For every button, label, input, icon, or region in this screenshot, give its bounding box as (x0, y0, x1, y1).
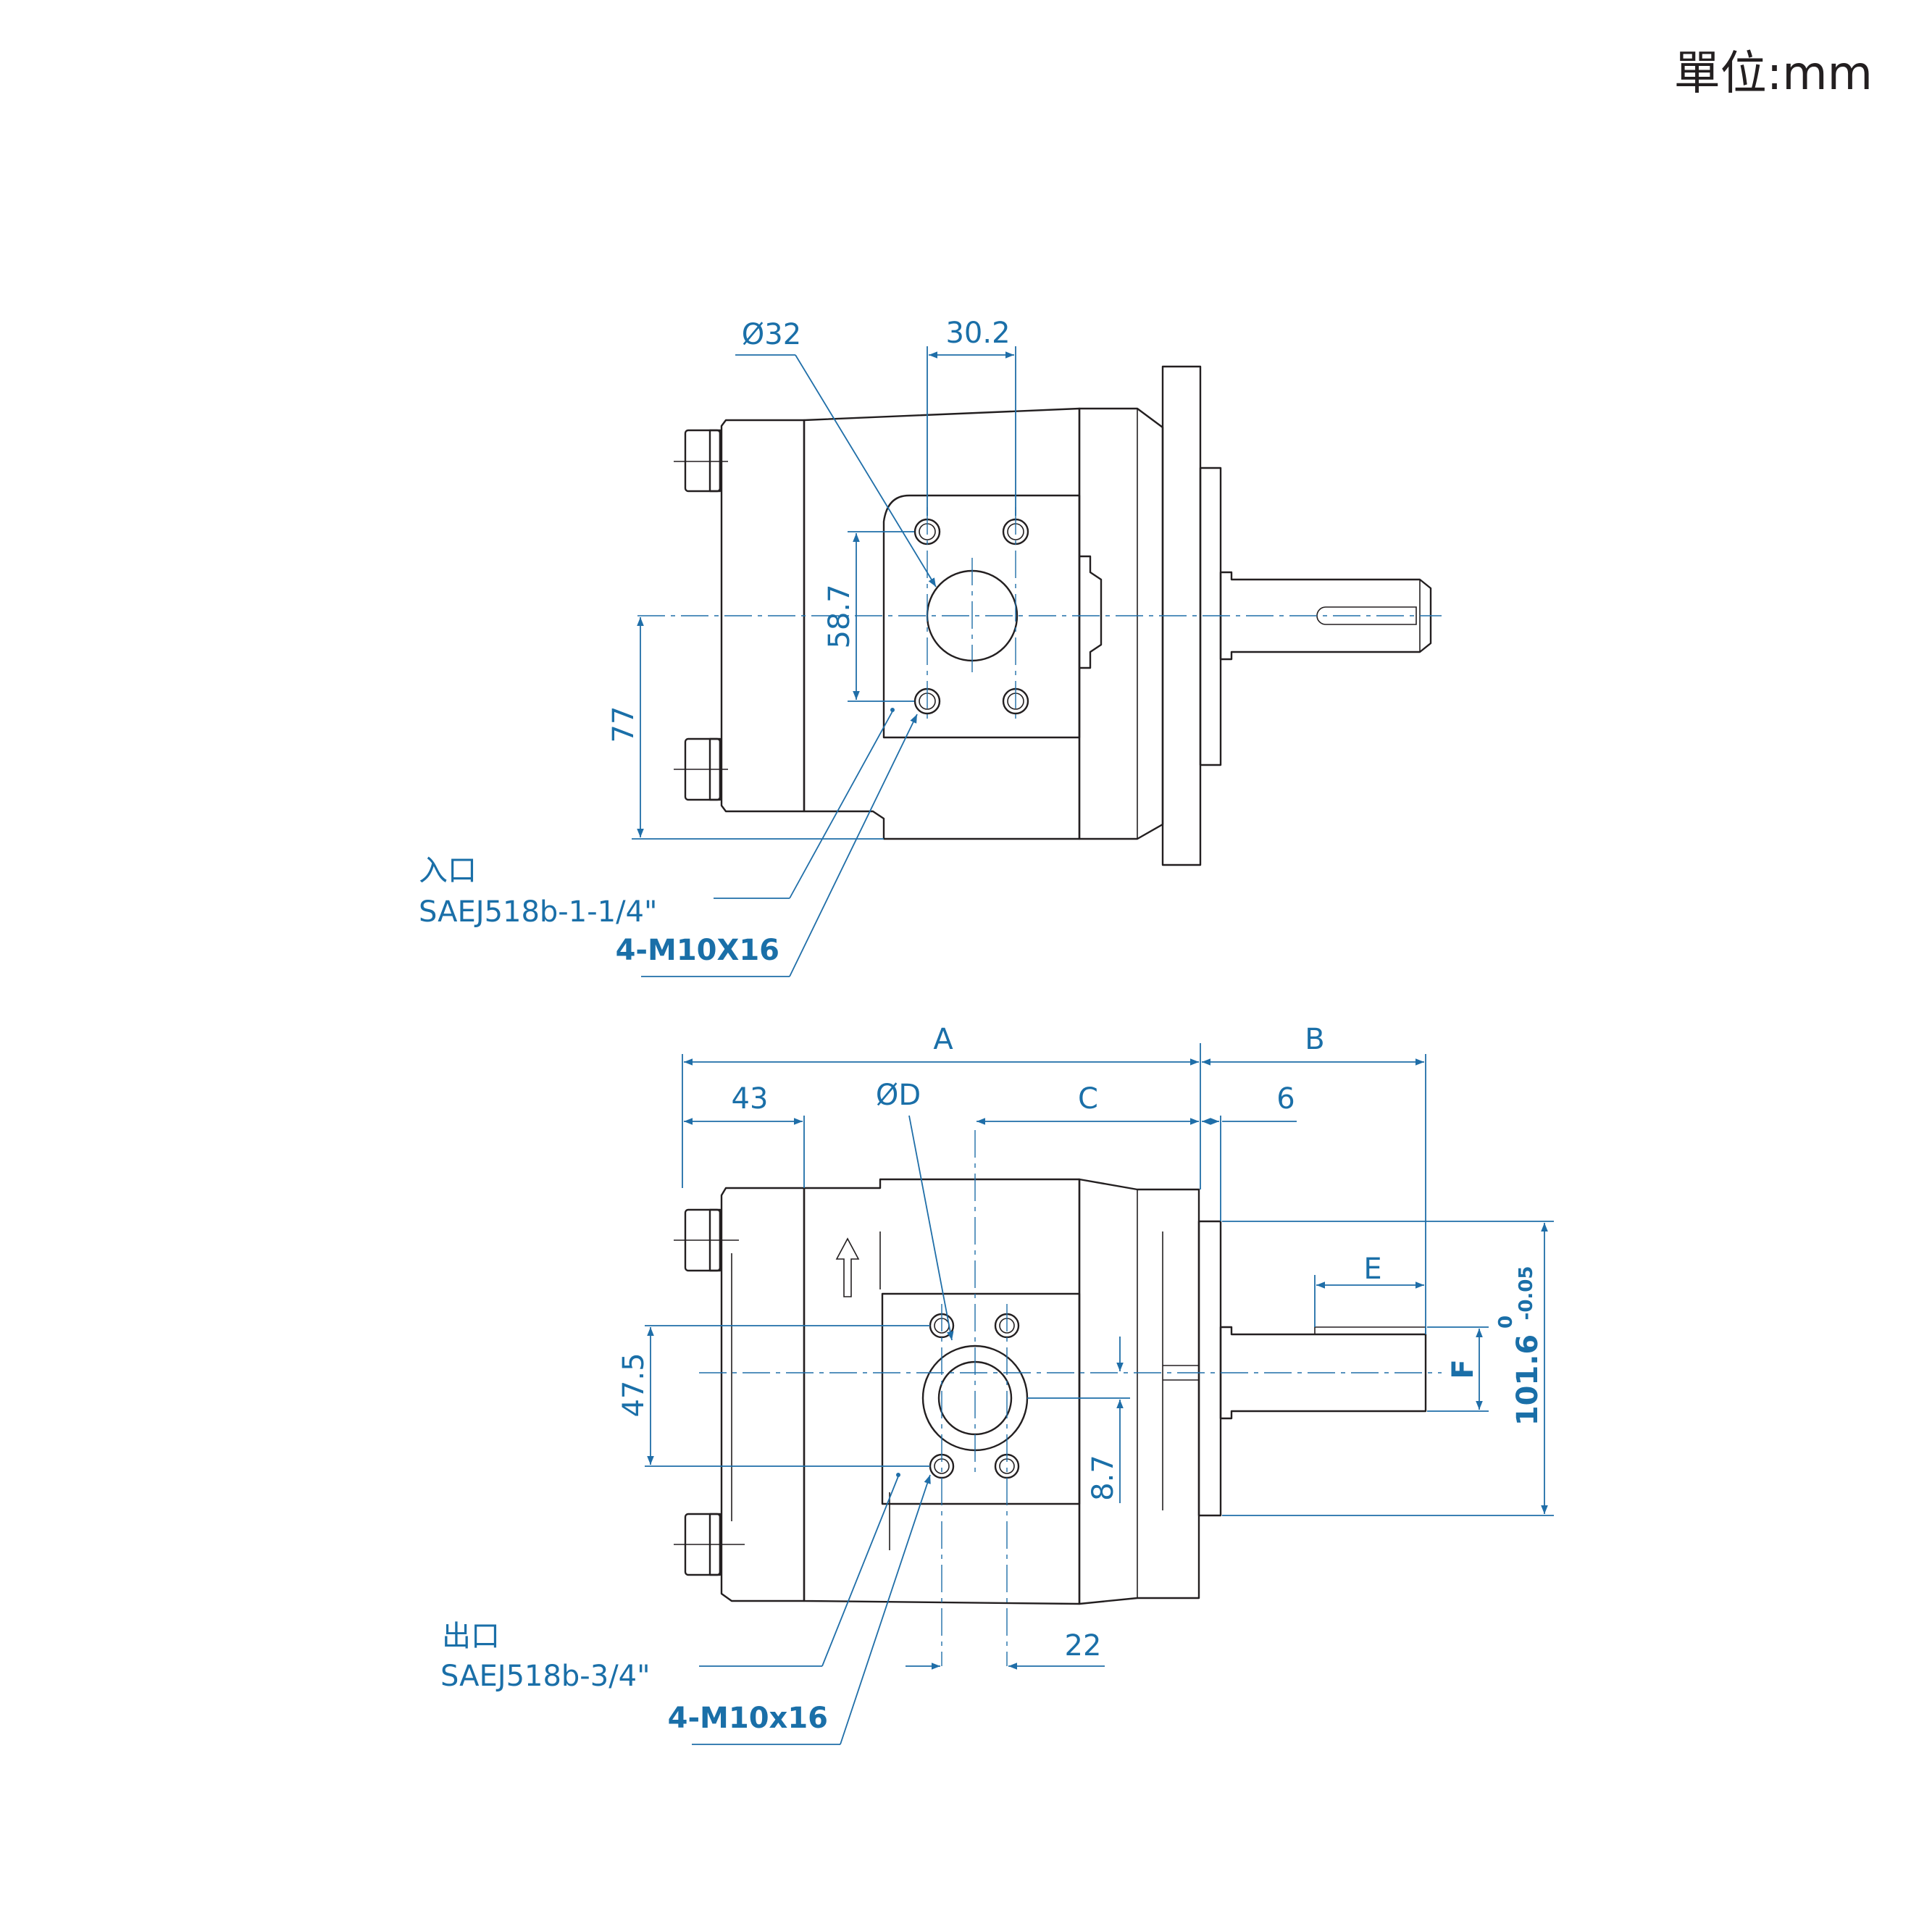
top-pilot (1199, 467, 1222, 766)
dim-flange-spacing: 30.2 (945, 317, 1010, 350)
bottom-port-spec: SAEJ518b-3/4" (440, 1660, 651, 1693)
top-shaft-key (1316, 606, 1417, 625)
dim-port-offset: 8.7 (1087, 1455, 1120, 1501)
dim-bottom-bolt-spacing: 47.5 (617, 1352, 651, 1417)
dim-overall-length: A (933, 1023, 953, 1056)
top-port-spec: SAEJ518b-1-1/4" (419, 895, 657, 929)
dim-shaft-length: B (1305, 1023, 1324, 1056)
dim-key-length: E (1363, 1253, 1381, 1286)
dim-top-port-diameter: Ø32 (742, 318, 801, 351)
bottom-bolt-spec: 4-M10x16 (668, 1702, 828, 1735)
dim-bottom-port-diameter: ØD (876, 1079, 921, 1112)
top-view: 30.2 Ø32 58.7 77 入口 SAEJ518b-1-1/4" 4-M1… (419, 317, 1442, 977)
dim-center-height: 77 (607, 706, 640, 743)
bottom-shaft-key (1314, 1326, 1426, 1334)
dim-pilot-depth: 6 (1276, 1082, 1295, 1116)
bottom-port-name: 出口 (442, 1620, 500, 1653)
dim-bottom-bolt-spacing-horizontal: 22 (1065, 1629, 1102, 1663)
dim-rear-offset: 43 (732, 1082, 769, 1116)
top-rear-bolt-lower (674, 737, 728, 801)
bottom-rear-bolt-upper (674, 1208, 739, 1272)
top-side-boss (1079, 555, 1103, 669)
top-shaft (1219, 571, 1432, 661)
top-front-housing (1078, 407, 1164, 840)
bottom-pilot (1197, 1220, 1222, 1517)
top-port-name: 入口 (419, 854, 477, 887)
bottom-rear-bolt-lower (674, 1513, 745, 1576)
dim-pilot-tol-lower: -0.05 (1515, 1266, 1537, 1321)
bottom-shaft (1219, 1326, 1427, 1420)
dim-port-to-flange: C (1078, 1082, 1098, 1116)
dim-top-bolt-spacing: 58.7 (823, 584, 856, 648)
bottom-view: A B 43 C ØD 6 E F 101.6 0 - (440, 1023, 1554, 1745)
dim-key-height: F (1447, 1359, 1480, 1379)
bottom-front-housing (1078, 1178, 1200, 1605)
bottom-rear-cover (720, 1187, 806, 1602)
dim-pilot-tol-upper: 0 (1495, 1316, 1517, 1329)
top-bolt-spec: 4-M10X16 (616, 934, 779, 967)
flow-direction-arrow (835, 1237, 860, 1297)
top-rear-bolt-upper (674, 429, 728, 493)
dim-pilot-diameter: 101.6 (1511, 1334, 1544, 1426)
unit-label: 單位:mm (1674, 47, 1873, 101)
top-port-pad (882, 494, 1081, 739)
